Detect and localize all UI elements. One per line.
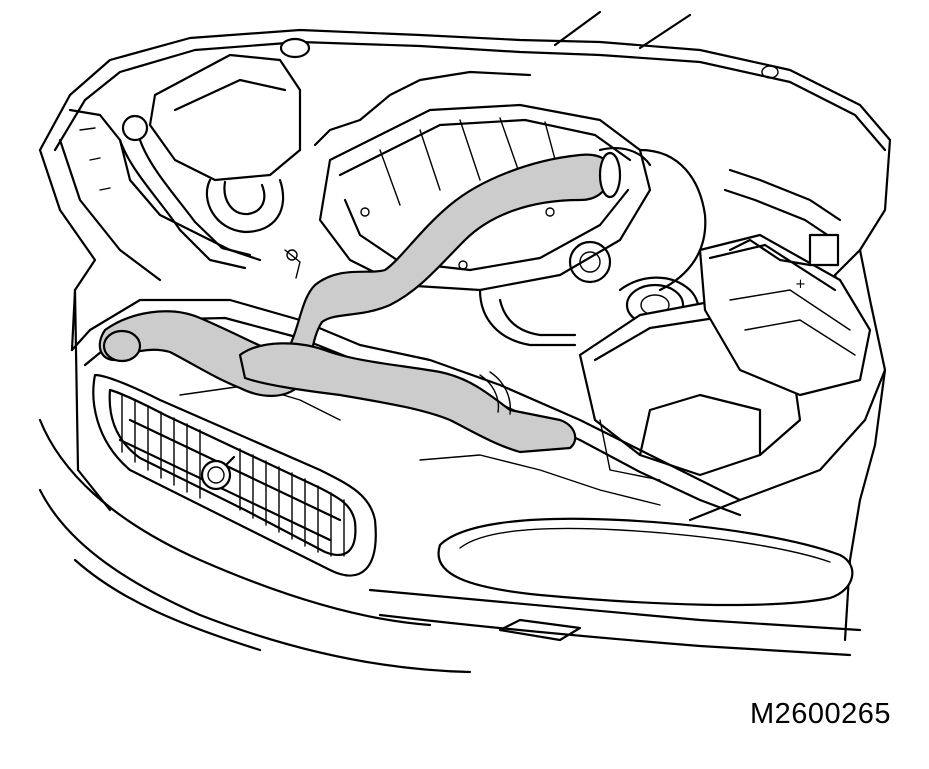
hose-clamps (284, 151, 622, 279)
highlighted-intake-hose (98, 153, 612, 454)
grille (92, 373, 377, 577)
front-bumper (38, 418, 862, 674)
battery: + (698, 168, 872, 397)
volvo-emblem-icon (200, 455, 236, 491)
hood-outline (38, 10, 892, 152)
headlight (437, 517, 854, 607)
coolant-reservoir (118, 37, 311, 270)
figure-reference-code: M2600265 (749, 698, 891, 730)
plus-sign-icon: + (795, 277, 806, 292)
